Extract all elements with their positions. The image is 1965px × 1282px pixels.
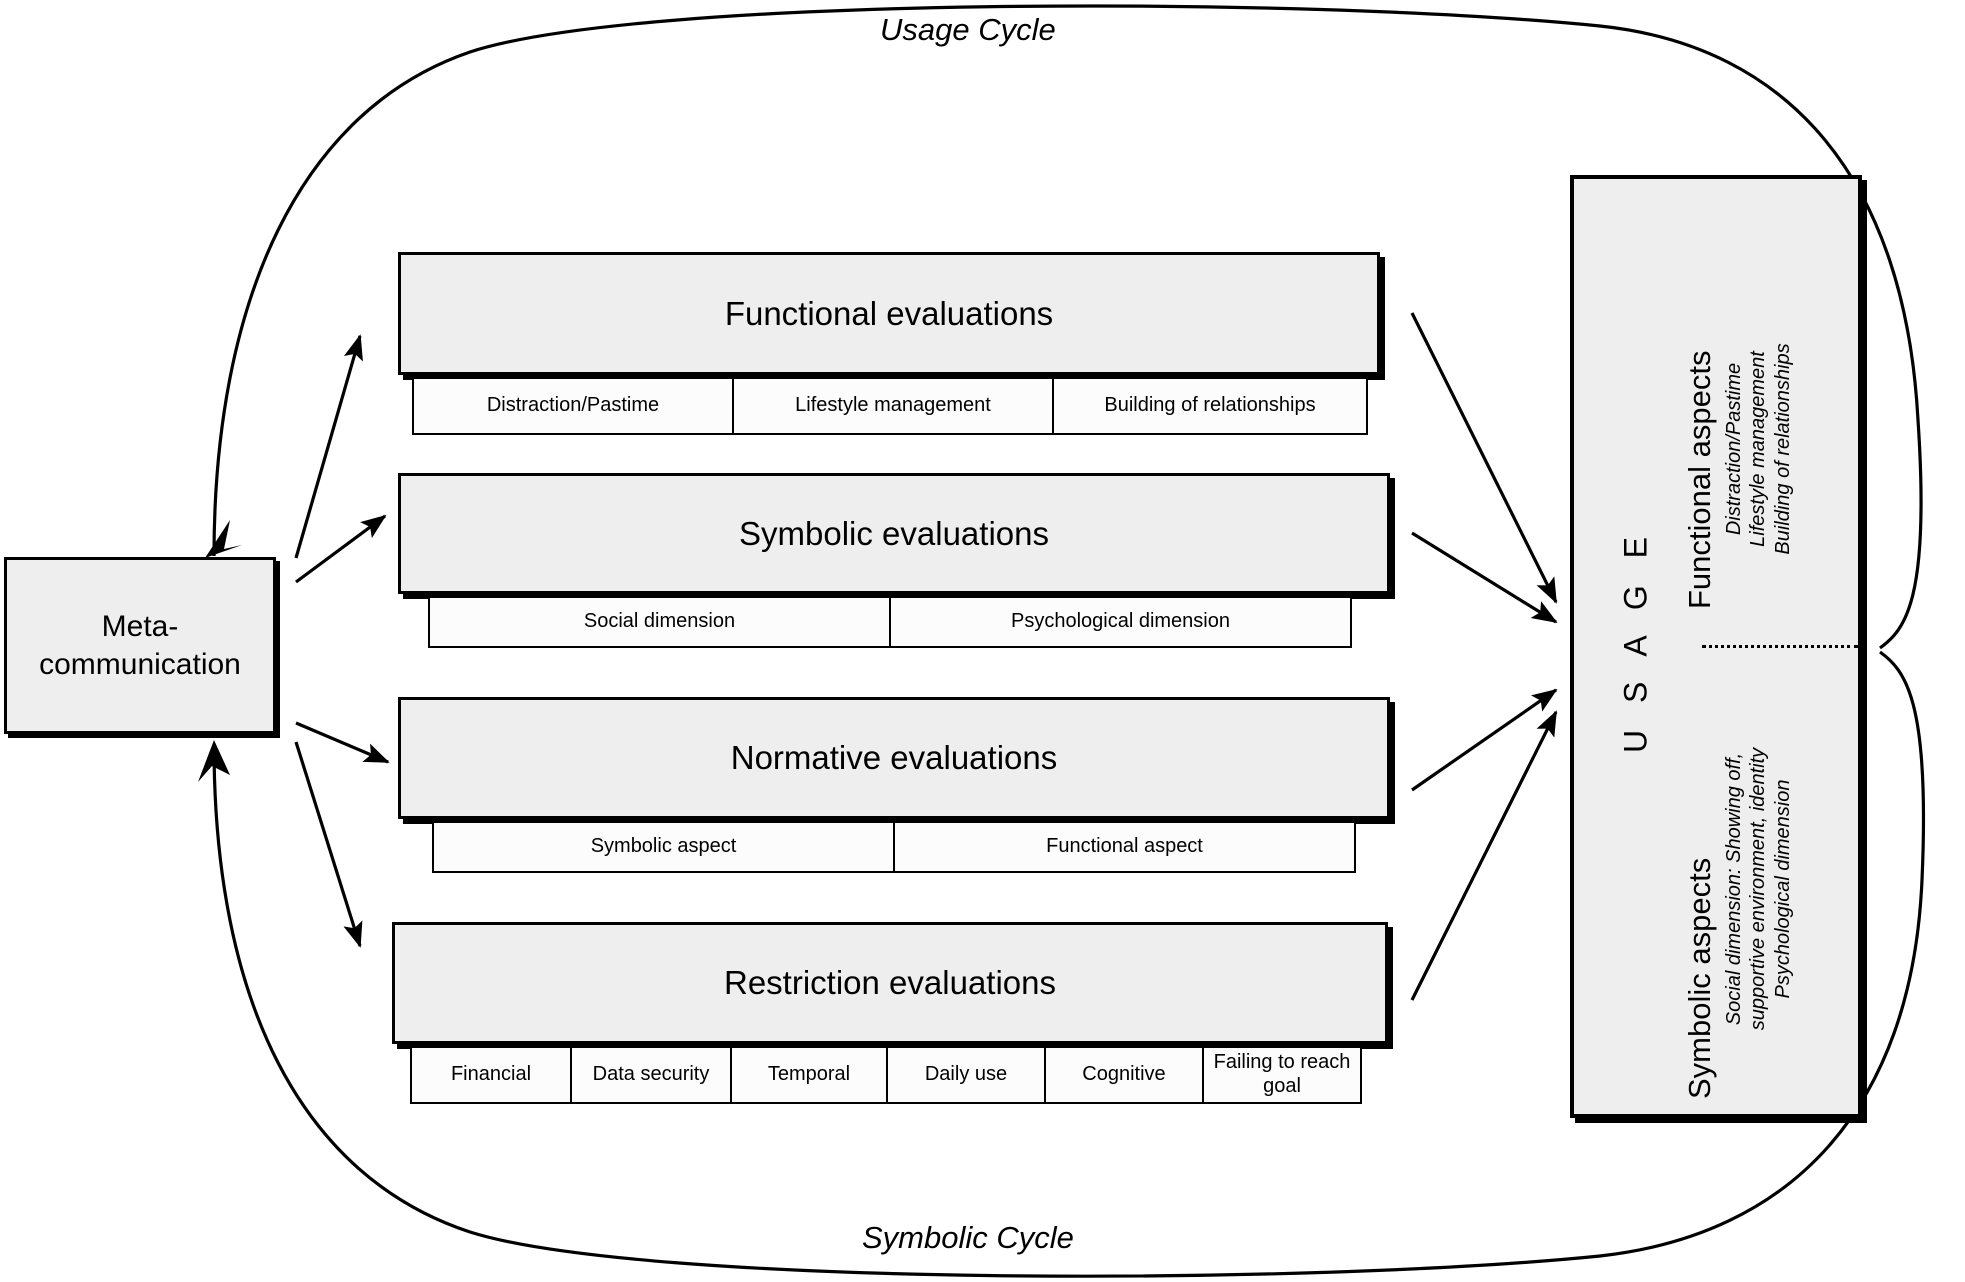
sub-item-daily-use[interactable]: Daily use <box>886 1046 1046 1104</box>
meta-line-2: communication <box>39 647 241 681</box>
sub-item-financial[interactable]: Financial <box>410 1046 572 1104</box>
restriction-evaluations-box[interactable]: Restriction evaluations <box>392 922 1388 1044</box>
normative-evaluations-label: Normative evaluations <box>730 739 1058 776</box>
arrow-normative-to-usage <box>1411 688 1558 792</box>
functional-evaluations-label: Functional evaluations <box>724 294 1054 332</box>
usage-functional-line-2: Lifestyle management <box>1747 351 1770 547</box>
sub-item-failing-to-reach-goal[interactable]: Failing to reach goal <box>1202 1046 1362 1104</box>
usage-functional-line-3: Building of relationships <box>1771 343 1794 555</box>
sub-item-building-of-relationships[interactable]: Building of relationships <box>1052 377 1368 435</box>
symbolic-evaluations-box[interactable]: Symbolic evaluations <box>398 473 1390 594</box>
arrow-restriction-to-usage <box>1410 710 1558 1001</box>
usage-box[interactable]: U S A G E Functional aspects Distraction… <box>1570 175 1862 1118</box>
symbolic-cycle-arrowhead <box>198 740 230 782</box>
arrow-meta-to-symbolic <box>295 514 387 584</box>
sub-item-psychological-dimension[interactable]: Psychological dimension <box>889 596 1352 648</box>
usage-cycle-arrowhead <box>205 520 242 558</box>
sub-item-social-dimension[interactable]: Social dimension <box>428 596 891 648</box>
usage-functional-aspects-heading: Functional aspects <box>1682 350 1717 609</box>
symbolic-evaluations-label: Symbolic evaluations <box>739 514 1049 552</box>
symbolic-evaluations-subrow: Social dimension Psychological dimension <box>428 596 1354 648</box>
restriction-evaluations-label: Restriction evaluations <box>724 964 1056 1001</box>
arrow-meta-to-normative <box>295 721 390 764</box>
usage-symbolic-aspects-heading: Symbolic aspects <box>1682 857 1717 1099</box>
arrow-functional-to-usage <box>1410 312 1558 604</box>
sub-item-functional-aspect[interactable]: Functional aspect <box>893 821 1356 873</box>
sub-item-temporal[interactable]: Temporal <box>730 1046 888 1104</box>
usage-functional-line-1: Distraction/Pastime <box>1723 362 1745 536</box>
usage-divider <box>1702 645 1858 648</box>
normative-evaluations-box[interactable]: Normative evaluations <box>398 697 1390 819</box>
usage-symbolic-aspects-details: Social dimension: Showing off, supportiv… <box>1722 679 1795 1099</box>
sub-item-data-security[interactable]: Data security <box>570 1046 732 1104</box>
sub-item-cognitive[interactable]: Cognitive <box>1044 1046 1204 1104</box>
meta-communication-box[interactable]: Meta- communication <box>4 557 276 734</box>
sub-item-distraction-pastime[interactable]: Distraction/Pastime <box>412 377 734 435</box>
usage-symbolic-line-1: Social dimension: Showing off, <box>1723 752 1745 1026</box>
functional-evaluations-box[interactable]: Functional evaluations <box>398 252 1380 375</box>
restriction-evaluations-subrow: Financial Data security Temporal Daily u… <box>410 1046 1370 1104</box>
normative-evaluations-subrow: Symbolic aspect Functional aspect <box>432 821 1358 873</box>
meta-line-1: Meta- <box>101 610 179 643</box>
usage-title: U S A G E <box>1617 527 1654 754</box>
sub-item-symbolic-aspect[interactable]: Symbolic aspect <box>432 821 895 873</box>
symbolic-cycle-label: Symbolic Cycle <box>862 1220 1074 1255</box>
usage-symbolic-line-3: Psychological dimension <box>1771 779 1794 999</box>
sub-item-lifestyle-management[interactable]: Lifestyle management <box>732 377 1054 435</box>
arrow-meta-to-restriction <box>294 741 363 948</box>
usage-functional-aspects-details: Distraction/Pastime Lifestyle management… <box>1722 289 1795 609</box>
meta-communication-label: Meta- communication <box>39 608 241 683</box>
arrow-meta-to-functional <box>294 334 363 559</box>
usage-cycle-label: Usage Cycle <box>880 12 1056 47</box>
arrow-symbolic-to-usage <box>1411 531 1558 624</box>
functional-evaluations-subrow: Distraction/Pastime Lifestyle management… <box>412 377 1368 435</box>
usage-symbolic-line-2: supportive environment, identity <box>1747 747 1770 1031</box>
